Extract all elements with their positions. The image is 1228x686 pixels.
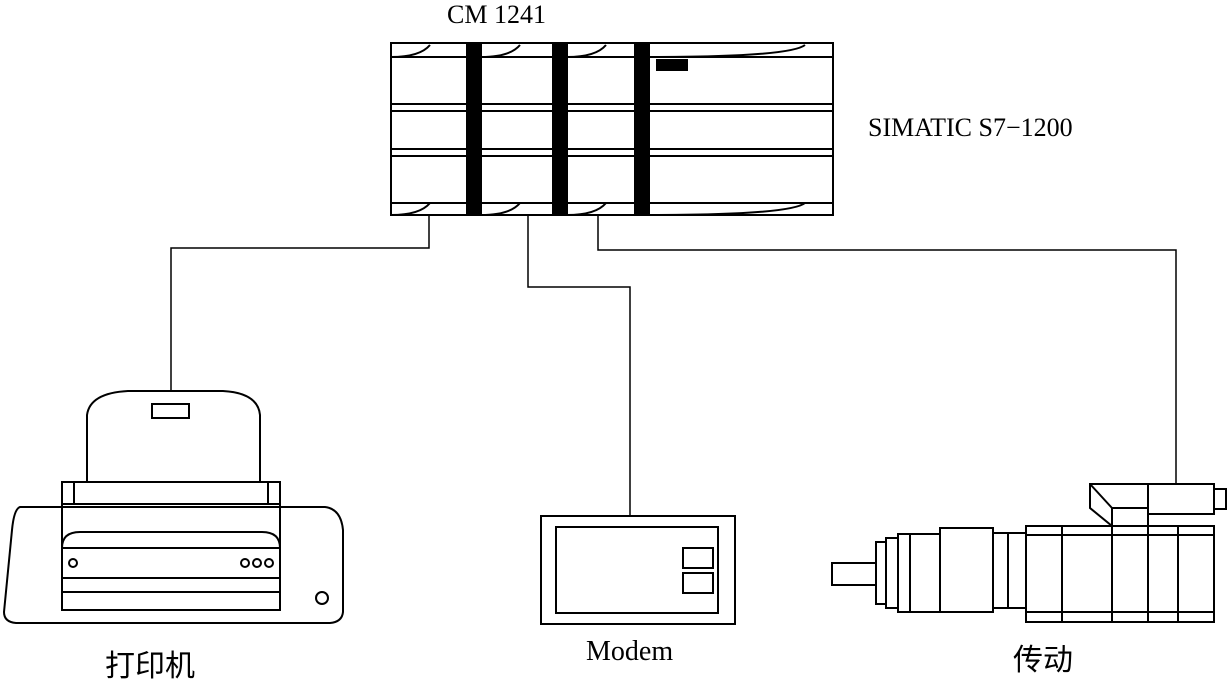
printer-led-2 [252, 558, 262, 568]
module-divider-1 [466, 42, 482, 216]
module-divider-3 [634, 42, 650, 216]
drive-label: 传动 [1013, 643, 1073, 678]
printer-cable [170, 215, 430, 390]
modem-icon [540, 515, 736, 625]
plc-label: SIMATIC S7−1200 [868, 113, 1073, 142]
modem-cable [527, 215, 631, 516]
printer-label: 打印机 [105, 649, 195, 684]
cm1241-label: CM 1241 [447, 0, 546, 29]
modem-label: Modem [586, 636, 674, 667]
connection-lines [170, 215, 1177, 516]
plc-rack [390, 42, 834, 216]
printer-led-1 [240, 558, 250, 568]
printer-led-3 [264, 558, 274, 568]
printer-led-left [68, 558, 78, 568]
printer-icon [2, 390, 344, 624]
modem-display-top [682, 547, 714, 569]
modem-display-bottom [682, 572, 714, 594]
module-divider-2 [552, 42, 568, 216]
servo-motor-icon [831, 483, 1227, 623]
plc-status-led [656, 59, 688, 71]
printer-power-button [315, 591, 329, 605]
drive-cable [597, 215, 1177, 484]
